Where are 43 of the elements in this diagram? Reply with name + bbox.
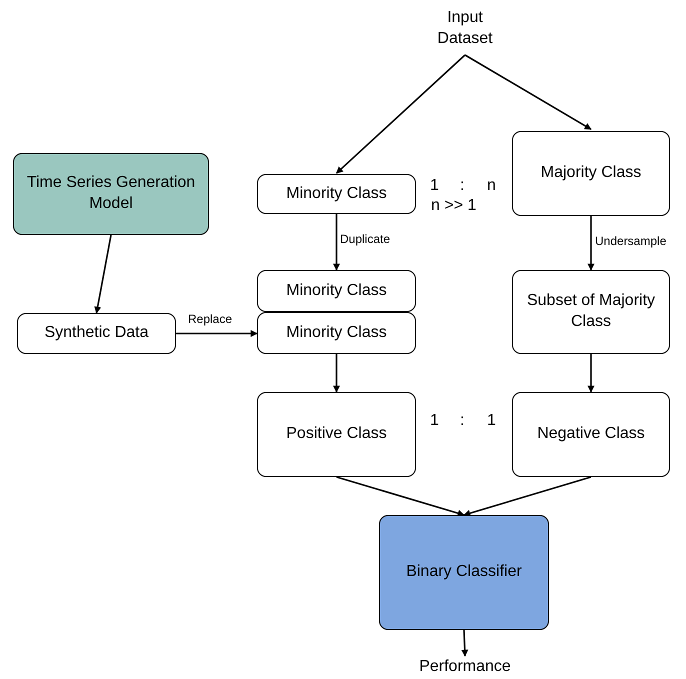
node-label: Synthetic Data <box>44 323 149 344</box>
arrow <box>588 216 594 271</box>
arrow <box>336 476 465 517</box>
node-label: Negative Class <box>537 424 645 444</box>
arrow <box>333 214 340 271</box>
ratio-label: n >> 1 <box>431 197 476 215</box>
node-label: Time Series Generation Model <box>26 173 196 214</box>
arrow <box>464 54 592 130</box>
process-box <box>257 392 416 477</box>
process-box <box>257 270 416 312</box>
node-label: Input Dataset <box>436 8 494 49</box>
arrow <box>588 354 594 393</box>
arrow <box>176 330 258 337</box>
edge-label: Undersample <box>595 234 666 248</box>
ratio-label: : <box>460 412 464 430</box>
edge-label: Duplicate <box>340 232 390 246</box>
ratio-label: 1 <box>430 177 439 195</box>
ratio-label: 1 <box>430 412 439 430</box>
node-label: Performance <box>419 656 511 677</box>
process-box <box>257 312 416 354</box>
arrow <box>461 630 468 657</box>
arrow <box>333 354 340 393</box>
arrow <box>336 54 466 174</box>
process-box <box>13 153 209 235</box>
process-box <box>17 313 176 354</box>
node-label: Minority Class <box>286 280 387 301</box>
process-box <box>512 392 670 477</box>
node-label: Positive Class <box>286 424 387 444</box>
process-box <box>512 131 670 216</box>
process-box <box>379 515 549 630</box>
node-label: Minority Class <box>286 184 387 204</box>
process-box <box>512 270 670 354</box>
node-label: Minority Class <box>286 322 387 343</box>
ratio-label: : <box>460 177 464 195</box>
arrow <box>463 476 592 517</box>
edge-label: Replace <box>188 312 232 326</box>
ratio-label: n <box>487 177 496 195</box>
node-label: Binary Classifier <box>406 562 522 582</box>
arrow <box>94 234 112 314</box>
ratio-label: 1 <box>487 412 496 430</box>
process-box <box>257 174 416 214</box>
node-label: Majority Class <box>540 163 642 184</box>
node-label: Subset of Majority Class <box>526 291 656 332</box>
